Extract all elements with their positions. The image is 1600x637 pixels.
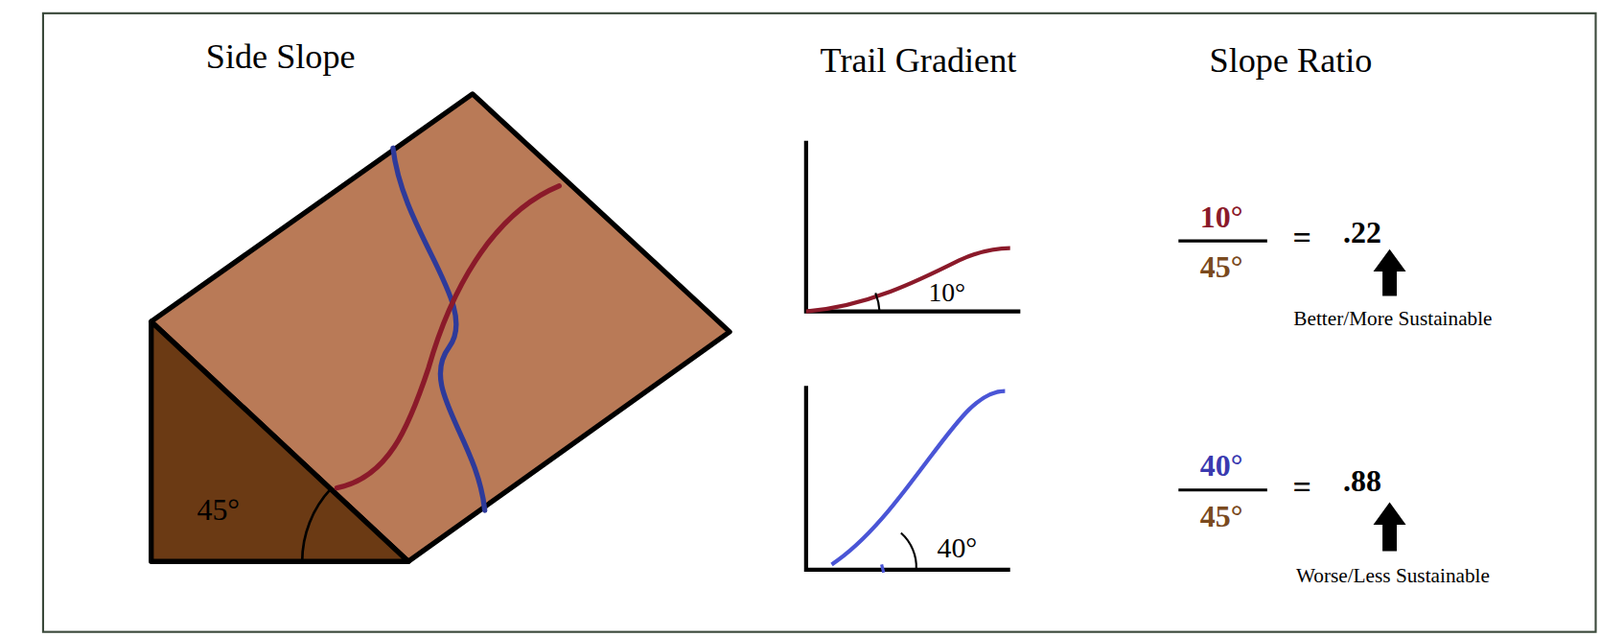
angle-arc: [901, 532, 917, 569]
slope-side: [151, 321, 409, 561]
equals-sign: =: [1292, 468, 1311, 505]
gentle-gradient: [806, 248, 1011, 312]
trail-angle: 10°: [1200, 200, 1244, 234]
gentle-trail: [336, 185, 559, 488]
graph-axes: [806, 140, 1021, 312]
ratio-value: .88: [1343, 464, 1382, 499]
slope-angle: 45°: [1200, 499, 1244, 534]
trail-angle: 40°: [1200, 449, 1244, 484]
angle-label: 45°: [196, 493, 240, 528]
fraction-bar: [1178, 239, 1268, 243]
graph-axes: [806, 385, 1011, 570]
angle-label: 40°: [937, 531, 978, 563]
slope-angle: 45°: [1200, 250, 1244, 284]
curve-tick: [881, 563, 884, 573]
panel-heading: Slope Ratio: [1209, 42, 1373, 81]
equals-sign: =: [1292, 219, 1311, 256]
steep-gradient: [831, 391, 1005, 565]
angle-arc: [875, 292, 880, 311]
ratio-note: Better/More Sustainable: [1293, 307, 1492, 330]
up-arrow: [1373, 502, 1407, 552]
ratio-value: .22: [1343, 215, 1382, 250]
up-arrow: [1373, 249, 1407, 297]
panel-heading: Trail Gradient: [820, 42, 1018, 81]
frame: [43, 13, 1597, 632]
fraction-bar: [1178, 487, 1268, 491]
angle-label: 10°: [927, 278, 966, 307]
angle-arc: [301, 488, 331, 562]
ratio-note: Worse/Less Sustainable: [1296, 565, 1490, 588]
panel-heading: Side Slope: [206, 38, 356, 77]
slope-surface: [151, 93, 730, 561]
